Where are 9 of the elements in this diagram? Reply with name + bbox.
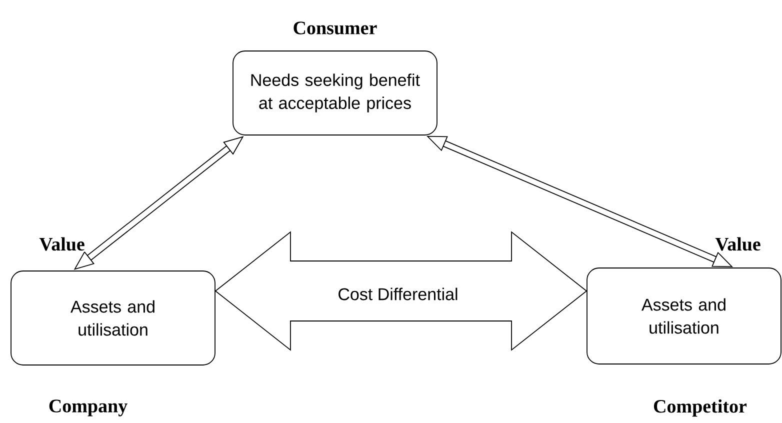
rounded-box: Assets and utilisation xyxy=(586,268,782,364)
edge-label: Value xyxy=(38,236,86,252)
edge-label: Cost Differential xyxy=(336,286,460,302)
edge-label: Value xyxy=(714,236,762,252)
heading: Consumer xyxy=(294,22,377,34)
rounded-box: Needs seeking benefit at acceptable prices xyxy=(232,50,438,136)
heading: Competitor xyxy=(654,399,747,417)
heading: Company xyxy=(49,400,128,416)
rounded-box: Assets and utilisation xyxy=(10,270,216,366)
